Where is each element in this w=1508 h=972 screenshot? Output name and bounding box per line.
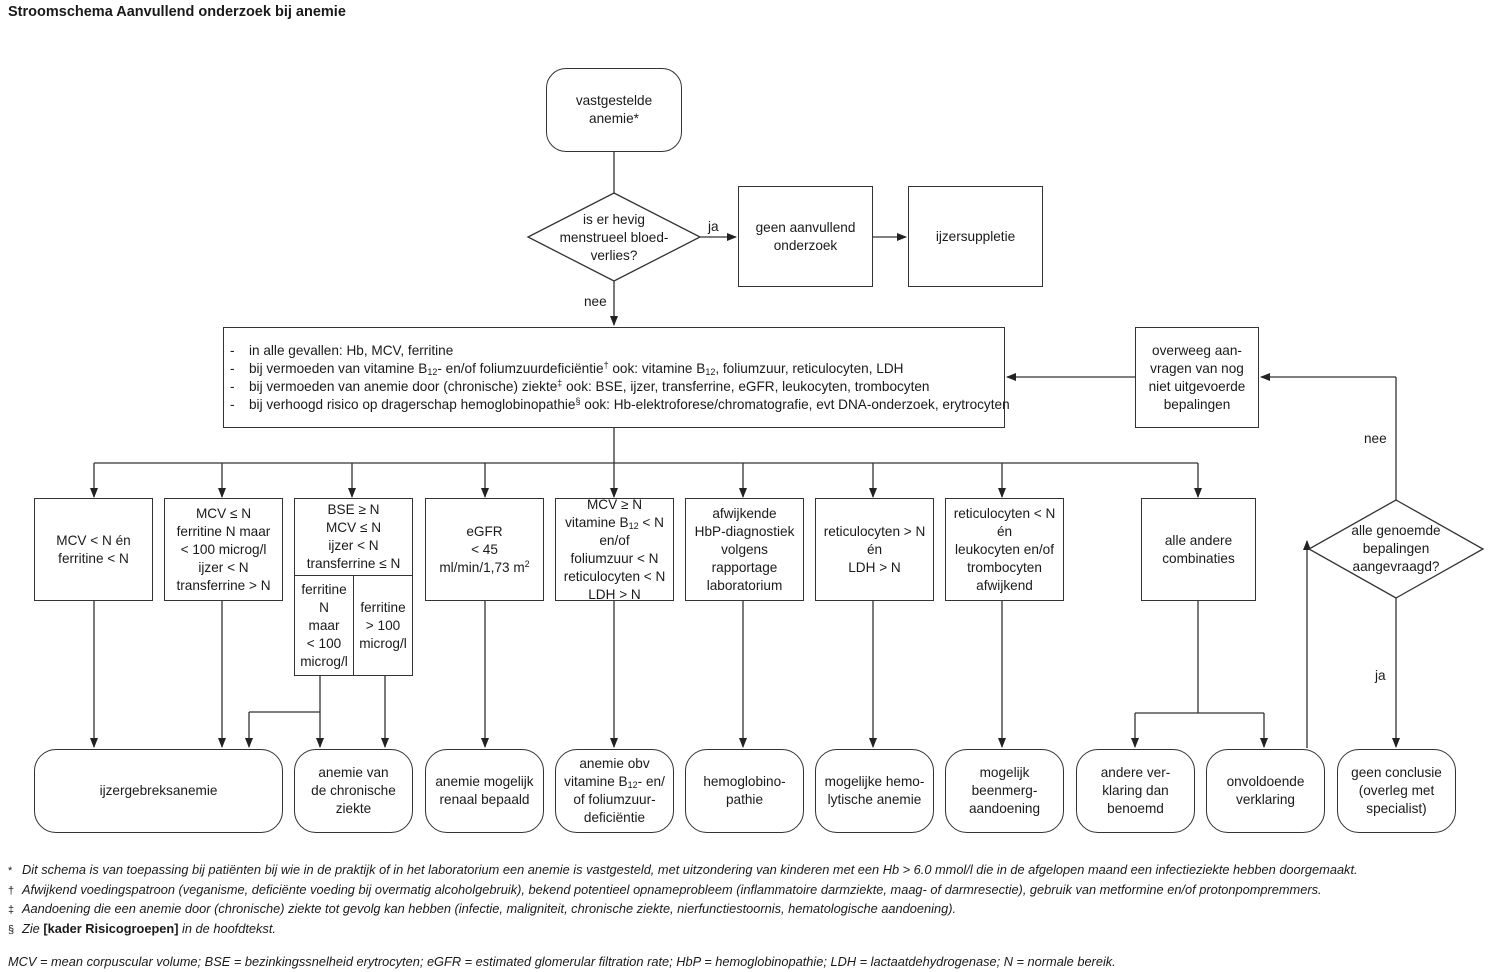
label-yes-menstrual: ja bbox=[708, 219, 719, 234]
criteria-egfr: eGFR < 45 ml/min/1,73 m2 bbox=[425, 498, 544, 601]
outcome-bone-marrow-disorder: mogelijk beenmerg- aandoening bbox=[945, 749, 1064, 833]
criteria-chronic-ferritine-high: ferritine > 100 microg/l bbox=[359, 599, 407, 651]
outcome-renal-anemia: anemie mogelijk renaal bepaald bbox=[425, 749, 544, 833]
no-further-research-box: geen aanvullend onderzoek bbox=[738, 186, 873, 287]
lab-investigations-box: -in alle gevallen: Hb, MCV, ferritine -b… bbox=[223, 327, 1010, 428]
criteria-chronic-group: BSE ≥ N MCV ≤ N ijzer < N transferrine ≤… bbox=[294, 498, 413, 676]
label-no-all: nee bbox=[1364, 431, 1387, 446]
criteria-reticulocytes-high: reticulocyten > N én LDH > N bbox=[815, 498, 934, 601]
footnote-section: §Zie [kader Risicogroepen] in de hoofdte… bbox=[8, 920, 276, 936]
criteria-chronic-top: BSE ≥ N MCV ≤ N ijzer < N transferrine ≤… bbox=[295, 499, 412, 576]
investigation-item-b12: -bij vermoeden van vitamine B12- en/of f… bbox=[230, 360, 904, 377]
outcome-insufficient-explanation: onvoldoende verklaring bbox=[1206, 749, 1325, 833]
criteria-b12-folate: MCV ≥ N vitamine B12 < N en/of foliumzuu… bbox=[555, 497, 674, 602]
criteria-chronic-ferritine-low: ferritine N maar < 100 microg/l bbox=[295, 576, 354, 675]
criteria-other-combinations: alle andere combinaties bbox=[1141, 498, 1256, 601]
criteria-iron-deficiency: MCV < N én ferritine < N bbox=[34, 498, 153, 601]
page-title: Stroomschema Aanvullend onderzoek bij an… bbox=[8, 4, 346, 20]
footnote-dagger: †Afwijkend voedingspatroon (veganisme, d… bbox=[8, 881, 1322, 897]
footnote-double-dagger: ‡Aandoening die een anemie door (chronis… bbox=[8, 901, 957, 917]
decision-menstrual-text: is er hevig menstrueel bloed- verlies? bbox=[559, 212, 669, 263]
iron-supplementation-box: ijzersuppletie bbox=[908, 186, 1043, 287]
investigation-item-all: -in alle gevallen: Hb, MCV, ferritine bbox=[230, 343, 454, 358]
start-node: vastgestelde anemie* bbox=[546, 68, 682, 152]
investigation-item-hemoglobinopathy: -bij verhoogd risico op dragerschap hemo… bbox=[230, 396, 1010, 413]
label-no-menstrual: nee bbox=[584, 294, 607, 309]
outcome-other-explanation: andere ver- klaring dan benoemd bbox=[1076, 749, 1195, 833]
outcome-no-conclusion: geen conclusie (overleg met specialist) bbox=[1337, 749, 1456, 833]
risk-groups-reference[interactable]: [kader Risicogroepen] bbox=[43, 920, 179, 936]
decision-all-requested-text: alle genoemde bepalingen aangevraagd? bbox=[1351, 523, 1441, 574]
outcome-hemoglobinopathy: hemoglobino- pathie bbox=[685, 749, 804, 833]
investigation-item-chronic: -bij vermoeden van anemie door (chronisc… bbox=[230, 378, 930, 395]
outcome-chronic-disease-anemia: anemie van de chronische ziekte bbox=[294, 749, 413, 833]
outcome-iron-deficiency-anemia: ijzergebreksanemie bbox=[34, 749, 283, 833]
abbreviations: MCV = mean corpuscular volume; BSE = bez… bbox=[8, 954, 1116, 970]
label-yes-all: ja bbox=[1375, 668, 1386, 683]
footnote-star: *Dit schema is van toepassing bij patiën… bbox=[8, 862, 1358, 877]
criteria-low-mcv-ferritine: MCV ≤ N ferritine N maar < 100 microg/l … bbox=[164, 498, 283, 601]
footnotes: *Dit schema is van toepassing bij patiën… bbox=[8, 861, 1503, 972]
consider-requesting-box: overweeg aan- vragen van nog niet uitgev… bbox=[1135, 327, 1259, 428]
criteria-reticulocytes-low: reticulocyten < N én leukocyten en/of tr… bbox=[945, 498, 1064, 601]
outcome-b12-folate-deficiency: anemie obv vitamine B12- en/ of foliumzu… bbox=[555, 749, 674, 833]
criteria-hbp-diagnostics: afwijkende HbP-diagnostiek volgens rappo… bbox=[685, 498, 804, 601]
outcome-hemolytic-anemia: mogelijke hemo- lytische anemie bbox=[815, 749, 934, 833]
